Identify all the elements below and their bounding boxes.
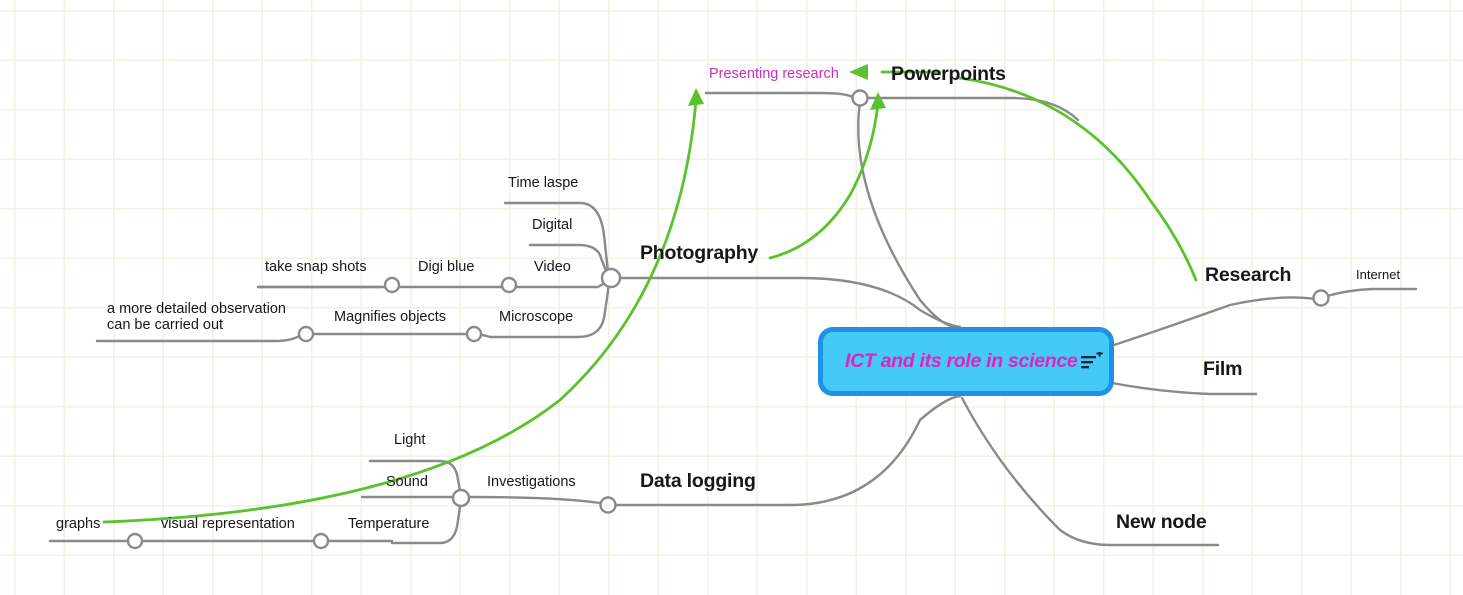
node-label-magnifies-objects[interactable]: Magnifies objects xyxy=(334,309,447,325)
junction-powerpoints xyxy=(851,89,869,107)
junction-magnifies-objects xyxy=(297,325,315,343)
node-label-detailed-observation-2[interactable]: can be carried out xyxy=(107,317,224,333)
junction-photography xyxy=(600,267,622,289)
wire-powerpoints-to-root xyxy=(857,100,962,329)
node-label-visual-representation[interactable]: visual representation xyxy=(161,516,295,532)
junction-visual-representation xyxy=(312,532,330,550)
junction-digi-blue xyxy=(500,276,518,294)
junction-graphs xyxy=(126,532,144,550)
node-label-new-node[interactable]: New node xyxy=(1116,511,1207,533)
root-node-title: ICT and its role in science xyxy=(845,350,1078,372)
wire-photography-stem xyxy=(618,276,962,329)
wire-detailed-observation xyxy=(95,333,303,343)
node-label-time-laspe[interactable]: Time laspe xyxy=(508,175,579,191)
wire-video xyxy=(498,278,610,289)
wire-presenting-research xyxy=(704,91,856,100)
node-label-internet[interactable]: Internet xyxy=(1356,267,1401,282)
highlight-powerpoints-to-research xyxy=(958,76,1198,282)
node-label-video[interactable]: Video xyxy=(534,259,571,275)
node-label-digi-blue[interactable]: Digi blue xyxy=(418,259,475,275)
node-label-temperature[interactable]: Temperature xyxy=(348,516,430,532)
junction-investigations xyxy=(451,488,471,508)
node-label-digital[interactable]: Digital xyxy=(532,217,573,233)
arrowhead-powerpoints-up xyxy=(870,92,886,110)
junction-microscope-sub xyxy=(465,325,483,343)
node-label-film[interactable]: Film xyxy=(1203,358,1243,380)
node-label-data-logging[interactable]: Data logging xyxy=(640,470,756,492)
root-node[interactable]: ICT and its role in science xyxy=(818,327,1114,396)
junction-take-snap-shots xyxy=(383,276,401,294)
wire-internet xyxy=(1325,287,1418,298)
node-label-sound[interactable]: Sound xyxy=(386,474,428,490)
wire-magnifies-objects xyxy=(309,332,492,339)
wire-film-stem xyxy=(1110,381,1258,396)
arrowhead-presenting-research xyxy=(688,88,704,106)
junction-data-logging xyxy=(599,496,617,514)
node-label-investigations[interactable]: Investigations xyxy=(487,474,576,490)
arrowhead-powerpoints-left xyxy=(849,64,868,80)
wire-investigations xyxy=(468,495,602,505)
node-label-microscope[interactable]: Microscope xyxy=(499,309,574,325)
node-label-take-snap-shots[interactable]: take snap shots xyxy=(265,259,367,275)
junction-internet xyxy=(1312,289,1330,307)
node-label-graphs[interactable]: graphs xyxy=(56,516,101,532)
node-label-light[interactable]: Light xyxy=(394,432,426,448)
note-add-icon[interactable] xyxy=(1081,351,1104,372)
highlight-photography-to-powerpoints xyxy=(768,102,880,260)
node-label-photography[interactable]: Photography xyxy=(640,242,759,264)
node-label-research[interactable]: Research xyxy=(1205,264,1292,286)
node-label-presenting-research[interactable]: Presenting research xyxy=(709,66,839,82)
wire-powerpoints-stem xyxy=(866,96,1080,122)
node-label-detailed-observation-1[interactable]: a more detailed observation xyxy=(107,301,286,317)
wire-research-stem xyxy=(1112,296,1317,347)
node-label-powerpoints[interactable]: Powerpoints xyxy=(891,63,1006,85)
